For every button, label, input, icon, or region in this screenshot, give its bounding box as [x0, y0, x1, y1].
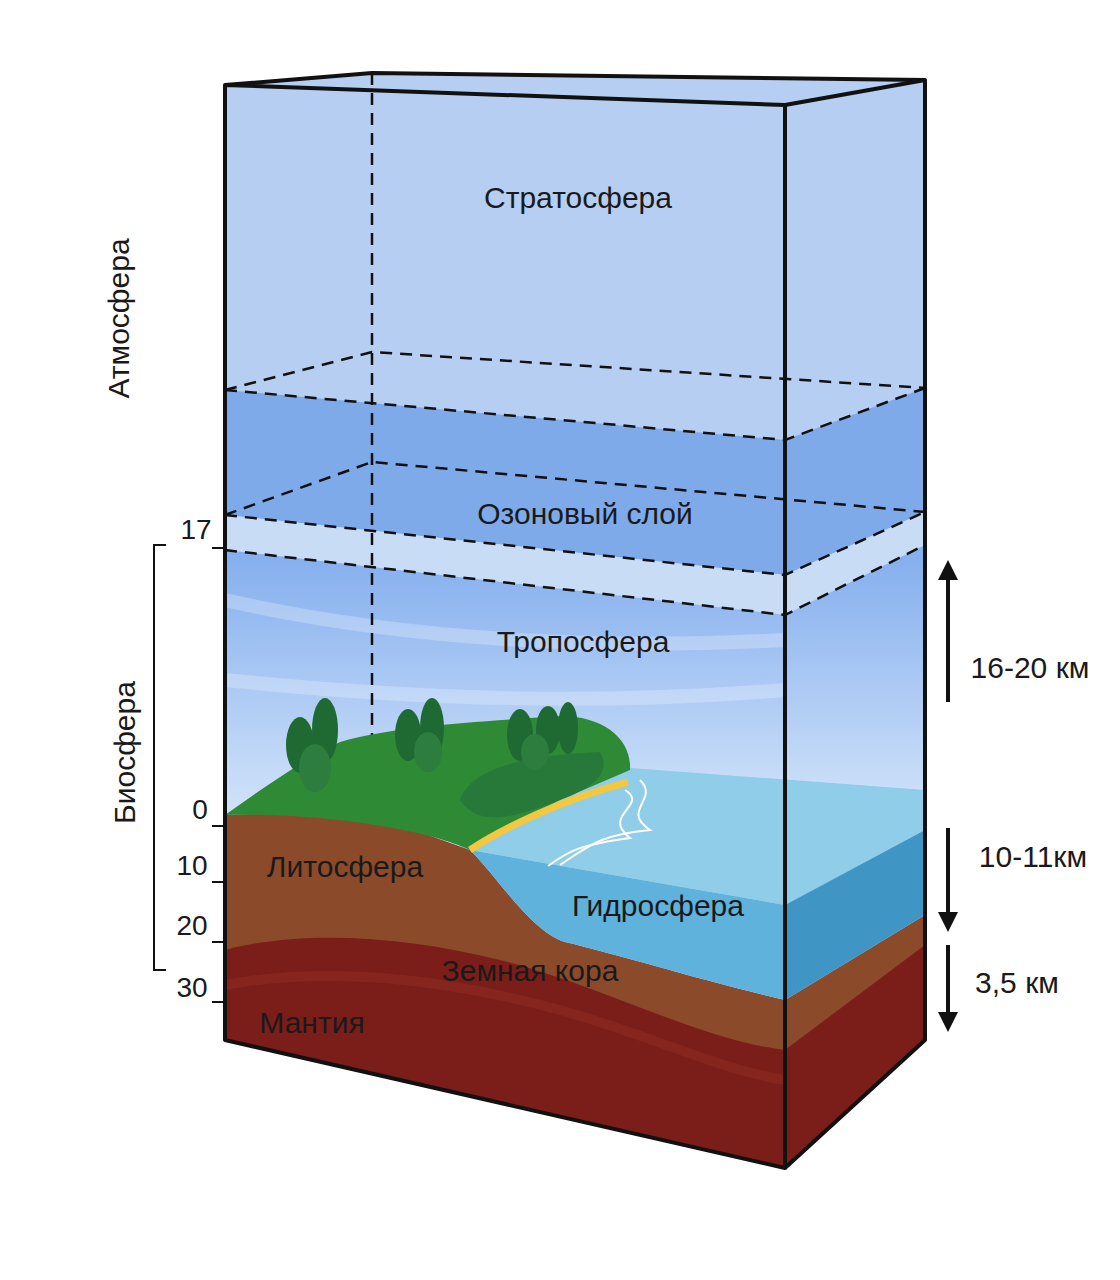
biosphere-bracket	[154, 545, 166, 970]
tick	[212, 941, 226, 943]
layer-name: Мантия	[259, 1006, 364, 1039]
layer-name: Тропосфера	[497, 625, 670, 658]
layer-planes	[225, 352, 925, 615]
mantle-texture	[225, 976, 785, 1080]
air-streak	[225, 680, 785, 699]
tick	[212, 825, 226, 827]
arrow-up	[946, 564, 950, 702]
sphere-name: Атмосфера	[101, 238, 134, 398]
stratosphere-layer	[225, 73, 925, 1168]
sphere-name: Биосфера	[108, 681, 141, 824]
tick	[212, 547, 226, 549]
tick	[212, 881, 226, 883]
tree	[558, 702, 578, 754]
side-face	[785, 80, 925, 1168]
tree	[521, 734, 549, 770]
layer-name: Озоновый слой	[477, 497, 693, 530]
scale-number: 17	[180, 515, 211, 546]
layer-name: Литосфера	[267, 850, 423, 883]
thickness-arrows	[946, 564, 950, 1028]
layer-name: Стратосфера	[484, 181, 672, 214]
scale-ticks	[212, 548, 226, 1002]
arrow-down	[946, 828, 950, 928]
top-face	[225, 73, 925, 85]
arrow-down	[946, 945, 950, 1028]
layer-name: Земная кора	[442, 954, 619, 987]
layer-name: Гидросфера	[572, 889, 744, 922]
dimension: 16-20 км	[971, 651, 1090, 684]
dimension: 10-11км	[979, 840, 1087, 873]
scale-number: 0	[192, 795, 208, 826]
hidden-edge	[371, 73, 374, 760]
tree	[299, 744, 331, 792]
scale-number: 10	[176, 851, 207, 882]
prism-outline	[225, 73, 925, 1168]
dimension: 3,5 км	[975, 966, 1059, 999]
scale-number: 20	[176, 911, 207, 942]
sea-side	[785, 830, 925, 1000]
scale-number: 30	[176, 973, 207, 1004]
plane-back-edge	[225, 352, 925, 390]
plane-front-edge	[225, 388, 925, 440]
tick	[212, 1001, 226, 1003]
front-face	[225, 85, 785, 1168]
tree	[414, 732, 442, 772]
troposphere-layer	[225, 545, 925, 1168]
trees	[286, 698, 578, 792]
plane-front-edge	[225, 545, 925, 615]
